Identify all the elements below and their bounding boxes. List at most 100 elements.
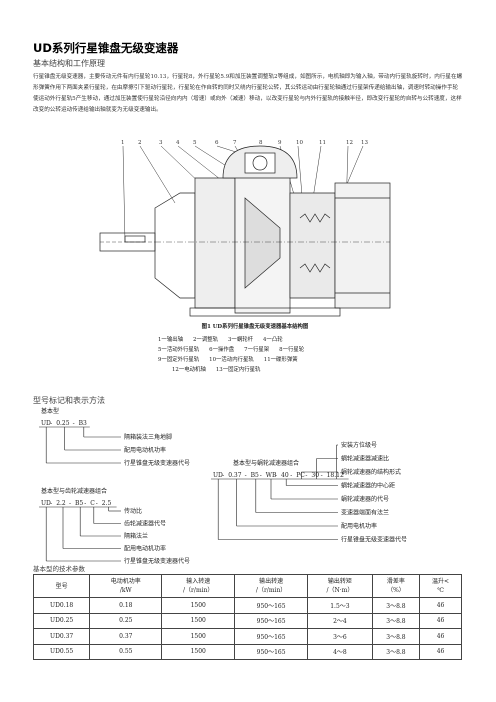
part-number-6: 6 <box>215 140 219 146</box>
model-code-diagram: 基本型 UD-0.25-B3 隔箱装法三角地脚配用电动机功率行星锥盘无级变速器代… <box>39 407 407 565</box>
model-note: 蜗轮减速器的中心距 <box>341 482 395 490</box>
table-cell: 3～8.8 <box>371 628 421 645</box>
table-cell: UD0.25 <box>32 612 91 629</box>
legend-item: 2一调整轨 <box>193 337 218 343</box>
table-header-text: 输出转速 <box>259 578 284 585</box>
table-header-text: 滑差率 <box>386 578 405 585</box>
part-number-8: 8 <box>259 140 263 146</box>
figure-caption: 图1 UD系列行星锥盘无级变速器基本结构图 <box>201 324 309 330</box>
document-title: UD系列行星锥盘无级变速器 <box>33 41 179 55</box>
code-separator: - <box>260 472 262 479</box>
model-code-part: UD <box>41 420 51 427</box>
table-header-text: /（N·m） <box>326 587 354 594</box>
table-header-cell: 输出转速 /（r/min） <box>234 574 309 598</box>
model-note: 配用电动机功率 <box>124 446 166 454</box>
basic-type-label: 基本型 <box>41 407 59 415</box>
table-cell: 950～165 <box>234 628 309 645</box>
table-cell: UD0.37 <box>32 628 91 645</box>
part-number-5: 5 <box>193 140 197 146</box>
table-cell: 950～165 <box>234 597 309 614</box>
part-number-4: 4 <box>176 140 180 146</box>
worm-gear <box>244 152 276 174</box>
disc-spring <box>299 213 331 223</box>
table-header-cell: 滑差率 （%） <box>371 574 421 598</box>
table-header-text: /kW <box>119 587 132 594</box>
table-header-cell: 型号 <box>32 574 91 598</box>
part-number-13: 13 <box>361 140 368 146</box>
legend-item: 6一操作盘 <box>209 347 235 353</box>
table-cell: 950～165 <box>234 643 309 660</box>
code-separator: - <box>290 472 292 479</box>
model-note: 行星锥盘无级变速器代号 <box>124 459 190 467</box>
table-header-text: /（r/min） <box>183 587 214 594</box>
model-code-part: UD <box>41 500 51 507</box>
model-code-part: PC <box>296 472 305 479</box>
legend-item: 4一凸轮 <box>263 337 283 343</box>
table-cell: 46 <box>419 628 462 645</box>
table-header-text: /（r/min） <box>255 587 287 594</box>
model-code-part: 18.12 <box>327 472 344 479</box>
code-separator: - <box>222 472 224 479</box>
model-note: 隔箱法兰 <box>124 532 148 540</box>
worm-combo-label: 基本型与蜗轮减速器组合 <box>233 459 299 467</box>
model-code-part: 2.5 <box>102 500 112 507</box>
model-note: 行星锥盘无级变速器代号 <box>341 536 407 544</box>
model-code-part: B5 <box>75 500 83 507</box>
section-heading-structure: 基本结构和工作原理 <box>33 59 105 68</box>
table-header-cell: 电动机功率/kW <box>89 574 163 598</box>
legend-item: 10一活动内行星轨 <box>209 357 254 363</box>
table-cell: 3～6 <box>307 628 373 645</box>
table-header-text: 输出转矩 <box>327 578 352 585</box>
model-code-part: B3 <box>79 420 87 427</box>
table-cell: 3～8.8 <box>371 597 421 614</box>
model-code-part: 0.37 <box>228 472 242 479</box>
code-separator: - <box>50 420 52 427</box>
model-note: 蜗轮减速器的结构形式 <box>341 468 401 476</box>
model-note: 传动比 <box>124 507 142 515</box>
part-number-11: 11 <box>319 140 326 146</box>
table-header-text: （%） <box>387 587 405 594</box>
model-code-part: UD <box>213 472 223 479</box>
part-number-9: 9 <box>278 140 282 146</box>
part-number-2: 2 <box>138 140 142 146</box>
part-number-1: 1 <box>121 140 125 146</box>
table-cell: 46 <box>419 612 462 629</box>
section-heading-params: 基本型的技术参数 <box>33 565 85 573</box>
table-cell: 1500 <box>161 628 236 645</box>
table-header-text: ℃ <box>437 587 444 594</box>
principle-paragraph: 行星锥盘无级变速器，主要传动元件有内行星轮10.13，行星轮8，外行星轮5.9和… <box>33 74 463 113</box>
planet-disc <box>244 197 281 289</box>
model-note: 隔箱装法三角地脚 <box>124 433 172 441</box>
table-cell: 2～4 <box>307 612 373 629</box>
legend-item: 3一蜗轮杆 <box>228 337 253 343</box>
table-cell: 0.18 <box>89 597 163 614</box>
code-separator: - <box>305 472 307 479</box>
table-cell: 1500 <box>161 612 236 629</box>
code-separator: - <box>245 472 247 479</box>
gear-combo-label: 基本型与齿轮减速器组合 <box>41 487 107 495</box>
table-cell: UD0.55 <box>32 643 91 660</box>
code-separator: - <box>50 500 52 507</box>
table-cell: 1500 <box>161 643 236 660</box>
table-cell: 4～8 <box>307 643 373 660</box>
table-cell: 1500 <box>161 597 236 614</box>
legend-item: 12一电动机轴 <box>172 367 206 373</box>
rear-housing <box>289 192 336 299</box>
front-housing <box>154 192 196 299</box>
code-separator: - <box>275 472 277 479</box>
table-header-cell: 温升<℃ <box>419 574 462 598</box>
legend-item: 11一碟形弹簧 <box>263 357 298 363</box>
table-cell: 0.55 <box>89 643 163 660</box>
shaft-key <box>124 235 146 243</box>
table-cell: 0.37 <box>89 628 163 645</box>
code-separator: - <box>84 500 86 507</box>
table-header-text: 型号 <box>55 582 68 590</box>
